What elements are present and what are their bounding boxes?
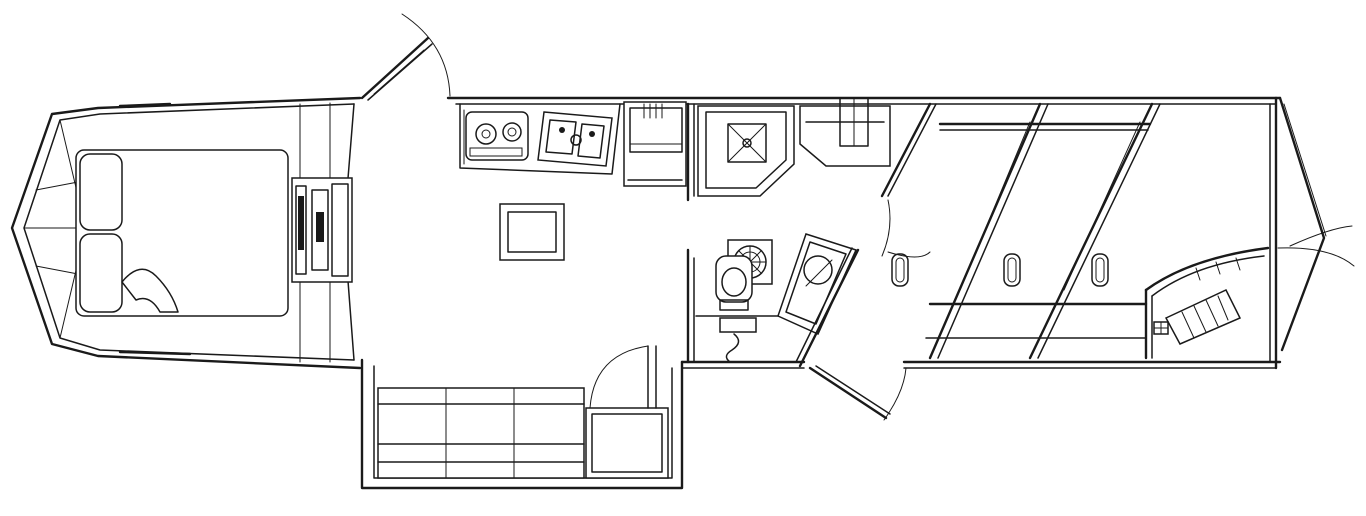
double-sink — [537, 111, 613, 167]
bathroom-walls — [686, 102, 785, 364]
toilet — [715, 255, 753, 311]
tie-ring — [1003, 253, 1021, 287]
stall-divider — [925, 122, 1152, 339]
bedside-cabinet — [291, 177, 353, 283]
bath-door — [795, 247, 907, 421]
pantry — [777, 233, 858, 335]
two-burner-cooktop — [465, 111, 529, 161]
vanity-sink — [719, 317, 757, 363]
rear-wall — [1269, 96, 1355, 370]
tie-ring — [1091, 253, 1109, 287]
stall-divider — [1028, 102, 1161, 360]
closet — [585, 345, 669, 479]
pillow — [79, 153, 123, 231]
saddle-rack — [1153, 289, 1242, 345]
microwave — [623, 101, 687, 187]
pillow — [79, 233, 123, 313]
bed — [75, 149, 289, 317]
stall-divider — [928, 102, 1049, 360]
tie-ring — [891, 253, 909, 287]
entry-door — [360, 13, 451, 101]
kitchen-counter — [459, 103, 621, 175]
shower — [697, 105, 795, 197]
bath-cabinet — [799, 97, 891, 167]
table — [499, 203, 565, 261]
tack-wall — [1144, 246, 1270, 360]
horse-area-door — [880, 102, 937, 258]
sofa — [377, 387, 585, 479]
